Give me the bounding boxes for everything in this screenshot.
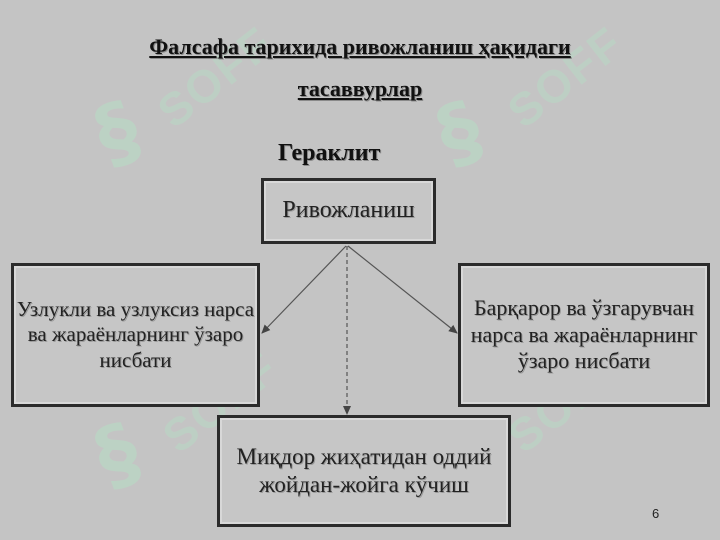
concept-box-label: Миқдор жиҳатидан оддий жойдан-жойга кўчи…	[236, 443, 492, 497]
slide-title-line-2: тасаввурлар	[297, 76, 423, 101]
slide-title-line-1: Фалсафа тарихида ривожланиш ҳақидаги	[149, 34, 571, 59]
slide-subtitle: Гераклит	[278, 140, 381, 166]
concept-box-discrete-continuous: Узлукли ва узлуксиз нарса ва жараёнларни…	[11, 263, 260, 407]
concept-box-development: Ривожланиш	[261, 178, 436, 244]
page-number: 6	[652, 506, 660, 521]
concept-box-label: Ривожланиш	[282, 197, 415, 224]
concept-box-label: Узлукли ва узлуксиз нарса ва жараёнларни…	[16, 296, 255, 372]
arrow-to-right	[347, 245, 458, 334]
arrow-to-left	[261, 245, 347, 334]
concept-box-simple-movement: Миқдор жиҳатидан оддий жойдан-жойга кўчи…	[217, 415, 511, 527]
concept-box-label: Барқарор ва ўзгарувчан нарса ва жараёнла…	[470, 294, 698, 374]
concept-box-stable-changing: Барқарор ва ўзгарувчан нарса ва жараёнла…	[458, 263, 710, 407]
